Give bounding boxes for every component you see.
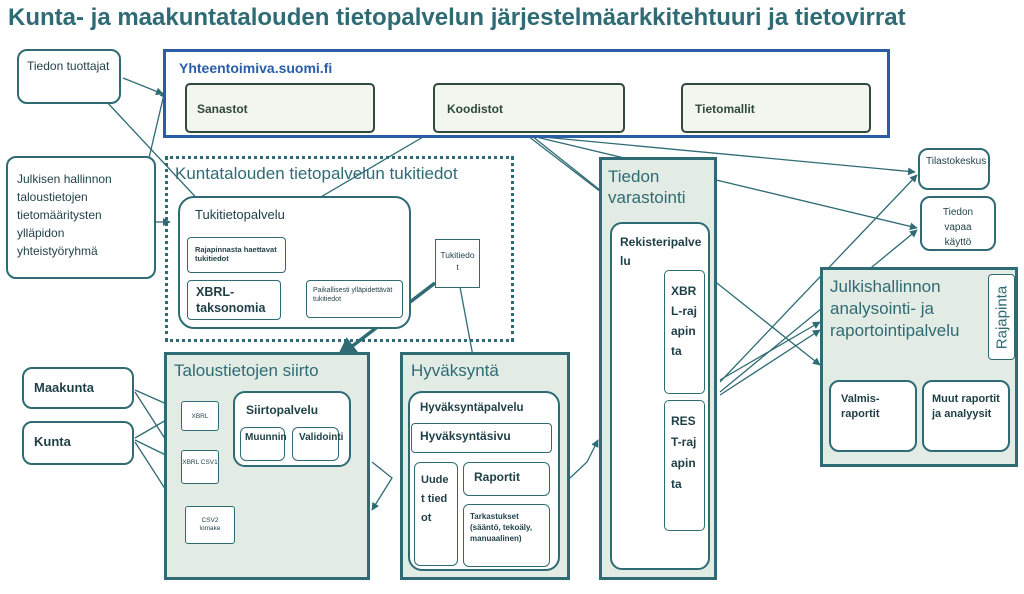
tietomallit-label: Tietomallit [695, 102, 755, 116]
xbrl-taksonomia-label: XBRL-taksonomia [196, 285, 266, 315]
xbrl-rajapinta-label: XBRL-rajapinta [671, 284, 698, 358]
hyvaksynta-title: Hyväksyntä [411, 361, 499, 380]
yhteentoimiva-panel: Yhteentoimiva.suomi.fi Sanastot Koodisto… [163, 49, 890, 138]
tilastokeskus-label: Tilastokeskus [926, 156, 987, 167]
koodistot-box: Koodistot [433, 83, 625, 133]
tiedon-tuottajat-label: Tiedon tuottajat [27, 59, 110, 73]
tukitiedot-title: Kuntatalouden tietopalvelun tukitiedot [175, 164, 458, 183]
siirto-title: Taloustietojen siirto [174, 361, 319, 380]
tukitietopalvelu-label: Tukitietopalvelu [195, 207, 285, 222]
siirtopalvelu-box: Siirtopalvelu Muunnin Validointi [233, 391, 351, 467]
link-xbrl-tilastokeskus [719, 174, 918, 383]
maakunta-box: Maakunta [22, 367, 134, 409]
sanastot-label: Sanastot [197, 102, 248, 116]
uudet-tiedot-label: Uudet tiedot [421, 474, 449, 524]
xbrl-csv1-label: XBRL CSV1 [182, 459, 218, 466]
paikallisesti-label: Paikallisesti ylläpidettävät tukitiedot [313, 287, 393, 303]
varastointi-panel: Tiedon varastointi Rekisteripalvelu XBRL… [599, 157, 717, 580]
link-tuottajat-yhteentoimiva [122, 77, 164, 96]
tarkastukset-label: Tarkastukset (sääntö, tekoäly, manuaalin… [470, 512, 533, 543]
hyvaksynta-panel: Hyväksyntä Hyväksyntäpalvelu Hyväksyntäs… [400, 352, 570, 580]
xbrl-rajapinta-box: XBRL-rajapinta [664, 270, 705, 394]
tiedon-vapaa-label: Tiedon vapaa käyttö [942, 207, 974, 248]
kunta-label: Kunta [34, 434, 71, 449]
muunnin-label: Muunnin [245, 432, 287, 443]
julkisen-hallinnon-box: Julkisen hallinnon taloustietojen tietom… [6, 156, 156, 279]
link-hyvaksynta-varastointi [569, 439, 599, 479]
xbrl-csv1-box: XBRL CSV1 [181, 450, 219, 484]
tilastokeskus-box: Tilastokeskus [918, 148, 990, 190]
julkisen-hallinnon-label: Julkisen hallinnon taloustietojen tietom… [17, 172, 112, 258]
uudet-tiedot-box: Uudet tiedot [414, 462, 458, 566]
muut-raportit-label: Muut raportit ja analyysit [932, 393, 1000, 420]
raportit-label: Raportit [474, 470, 520, 484]
validointi-box: Validointi [292, 427, 343, 461]
page-title: Kunta- ja maakuntatalouden tietopalvelun… [8, 4, 906, 31]
rajapinnasta-label: Rajapinnasta haettavat tukitiedot [195, 245, 277, 263]
varastointi-title: Tiedon varastointi [608, 167, 686, 207]
tukitiedot-small-box: Tukitiedot [435, 239, 480, 288]
xbrl-input-label: XBRL [191, 413, 209, 420]
rajapinta-box: Rajapinta [988, 274, 1015, 360]
tarkastukset-box: Tarkastukset (sääntö, tekoäly, manuaalin… [463, 504, 550, 567]
analysointi-title: Julkishallinnon analysointi- ja raportoi… [830, 277, 960, 340]
raportit-box: Raportit [463, 462, 550, 496]
validointi-label: Validointi [299, 432, 344, 443]
muunnin-box: Muunnin [240, 427, 287, 461]
link-koodistot-tilastokeskus [531, 135, 916, 176]
muut-raportit-box: Muut raportit ja analyysit [922, 380, 1010, 452]
hyvaksyntapalvelu-box: Hyväksyntäpalvelu Hyväksyntäsivu Uudet t… [408, 391, 560, 571]
csv2-lomake-box: CSV2 lomake [185, 506, 235, 544]
rajapinnasta-box: Rajapinnasta haettavat tukitiedot [187, 237, 286, 273]
kunta-box: Kunta [22, 421, 134, 465]
hyvaksyntapalvelu-label: Hyväksyntäpalvelu [420, 402, 524, 414]
rest-rajapinta-label: REST-rajapinta [671, 414, 697, 491]
csv2-lomake-label: CSV2 lomake [199, 517, 221, 532]
link-rest-analysointi [719, 329, 821, 396]
link-rest-vapaa [719, 229, 918, 393]
sanastot-box: Sanastot [185, 83, 375, 133]
valmisraportit-box: Valmis-raportit [829, 380, 917, 452]
siirto-panel: Taloustietojen siirto XBRL XBRL CSV1 CSV… [164, 352, 370, 580]
tietomallit-box: Tietomallit [681, 83, 871, 133]
link-koodistot-vapaa [531, 135, 918, 231]
xbrl-taksonomia-box: XBRL-taksonomia [187, 280, 281, 320]
maakunta-label: Maakunta [34, 380, 94, 395]
tiedon-vapaa-box: Tiedon vapaa käyttö [920, 196, 996, 251]
koodistot-label: Koodistot [447, 102, 503, 116]
rekisteripalvelu-label: Rekisteripalvelu [620, 235, 702, 268]
xbrl-input-box: XBRL [181, 401, 219, 431]
tukitietopalvelu-box: Tukitietopalvelu Rajapinnasta haettavat … [178, 196, 411, 329]
siirtopalvelu-label: Siirtopalvelu [246, 403, 319, 417]
valmisraportit-label: Valmis-raportit [841, 393, 880, 420]
tukitiedot-small-label: Tukitiedot [440, 250, 475, 272]
rest-rajapinta-box: REST-rajapinta [664, 400, 705, 531]
paikallisesti-box: Paikallisesti ylläpidettävät tukitiedot [306, 280, 403, 318]
yhteentoimiva-title: Yhteentoimiva.suomi.fi [179, 60, 333, 76]
tukitiedot-panel: Kuntatalouden tietopalvelun tukitiedot T… [165, 156, 514, 342]
hyvaksyntasivu-label: Hyväksyntäsivu [420, 429, 511, 443]
hyvaksyntasivu-box: Hyväksyntäsivu [411, 423, 552, 453]
analysointi-panel: Julkishallinnon analysointi- ja raportoi… [820, 267, 1018, 467]
tiedon-tuottajat-box: Tiedon tuottajat [17, 49, 121, 104]
rekisteripalvelu-box: Rekisteripalvelu XBRL-rajapinta REST-raj… [610, 222, 710, 570]
rajapinta-label: Rajapinta [993, 285, 1011, 350]
link-siirto-hyvaksynta [371, 461, 393, 511]
